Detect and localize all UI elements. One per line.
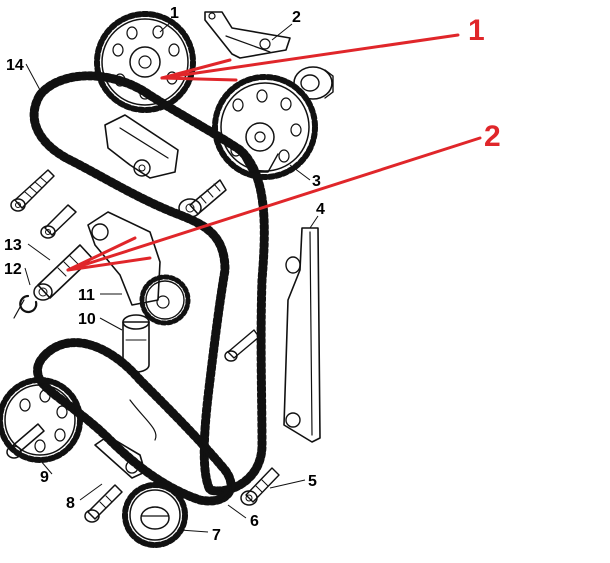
idler-bolt: [178, 179, 227, 218]
lower-tensioner-arm: [84, 399, 157, 523]
callout-7: 7: [212, 527, 221, 544]
guide-bolt-long: [10, 169, 55, 212]
callout-4: 4: [316, 201, 325, 218]
upper-timing-chain: [29, 71, 269, 496]
upper-camshaft-sprocket: [94, 11, 196, 113]
oil-pump-sprocket: [0, 377, 83, 463]
tensioner-plunger: [122, 314, 150, 373]
callout-3: 3: [312, 173, 321, 190]
callout-11: 11: [78, 287, 95, 304]
annotation-marker-2: 2: [484, 120, 501, 153]
callout-10: 10: [78, 311, 96, 328]
callout-14: 14: [6, 57, 24, 74]
callout-6: 6: [250, 513, 259, 530]
upper-chain-guide: [104, 114, 179, 179]
leader-lines: [24, 19, 319, 533]
annotation-arrow-2: [66, 136, 482, 272]
callout-13: 13: [4, 237, 22, 254]
circlip: [13, 294, 38, 319]
callout-12: 12: [4, 261, 22, 278]
cam-washer: [293, 66, 334, 100]
annotation-arrow-1: [160, 33, 460, 82]
side-guide-rail: [283, 227, 321, 443]
callout-9: 9: [40, 469, 49, 486]
rail-bolt-lower: [240, 467, 280, 506]
crankshaft-sprocket: [122, 482, 188, 548]
upper-bracket: [204, 11, 291, 59]
callout-2: 2: [292, 9, 301, 26]
annotation-marker-1: 1: [468, 14, 485, 47]
callout-8: 8: [66, 495, 75, 512]
tensioner-lever: [87, 211, 191, 326]
callout-5: 5: [308, 473, 317, 490]
rail-bolt-upper: [224, 329, 260, 362]
callout-1: 1: [170, 5, 179, 22]
intermediate-sprocket: [212, 74, 318, 180]
guide-bolt-short: [40, 204, 77, 239]
